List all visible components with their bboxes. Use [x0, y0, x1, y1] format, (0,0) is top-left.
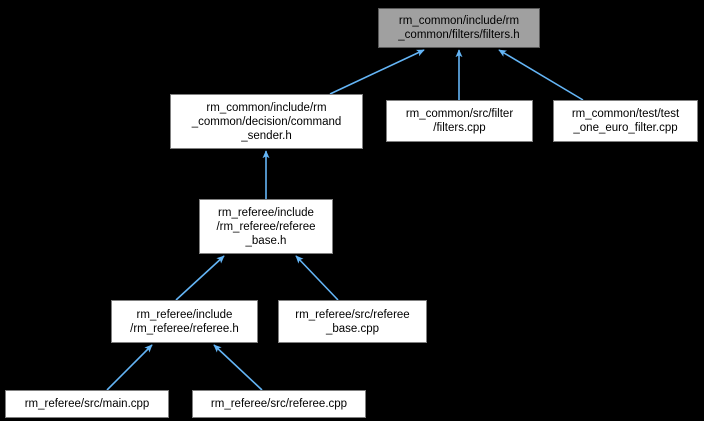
node-test_one_euro_filter_cpp[interactable]: rm_common/test/test _one_euro_filter.cpp: [553, 100, 698, 142]
node-label-main_cpp: rm_referee/src/main.cpp: [24, 398, 150, 410]
node-filters_h[interactable]: rm_common/include/rm _common/filters/fil…: [378, 8, 540, 48]
node-referee_cpp[interactable]: rm_referee/src/referee.cpp: [192, 390, 366, 418]
node-label-filters_h: rm_common/include/rm _common/filters/fil…: [398, 15, 520, 41]
edge-referee_base_cpp-to-referee_base_h: [295, 255, 339, 301]
node-label-referee_cpp: rm_referee/src/referee.cpp: [210, 398, 348, 410]
node-command_sender_h[interactable]: rm_common/include/rm _common/decision/co…: [170, 94, 363, 149]
node-main_cpp[interactable]: rm_referee/src/main.cpp: [5, 390, 169, 418]
node-label-test_one_euro_filter_cpp: rm_common/test/test _one_euro_filter.cpp: [571, 108, 680, 134]
node-label-command_sender_h: rm_common/include/rm _common/decision/co…: [191, 101, 342, 142]
node-label-referee_base_h: rm_referee/include /rm_referee/referee _…: [216, 206, 316, 247]
node-filters_cpp[interactable]: rm_common/src/filter /filters.cpp: [386, 100, 533, 142]
node-label-referee_h: rm_referee/include /rm_referee/referee.h: [130, 308, 239, 335]
node-referee_base_h[interactable]: rm_referee/include /rm_referee/referee _…: [199, 199, 333, 254]
node-label-referee_base_cpp: rm_referee/src/referee _base.cpp: [295, 308, 410, 335]
edge-main_cpp-to-referee_h: [106, 344, 153, 391]
edge-referee_cpp-to-referee_h: [213, 344, 263, 391]
edge-referee_h-to-referee_base_h: [175, 255, 225, 301]
node-referee_h[interactable]: rm_referee/include /rm_referee/referee.h: [111, 300, 258, 343]
node-label-filters_cpp: rm_common/src/filter /filters.cpp: [405, 108, 514, 134]
node-referee_base_cpp[interactable]: rm_referee/src/referee _base.cpp: [278, 300, 427, 343]
edge-test_one_euro_filter_cpp-to-filters_h: [498, 49, 584, 101]
edge-command_sender_h-to-filters_h: [329, 49, 425, 95]
